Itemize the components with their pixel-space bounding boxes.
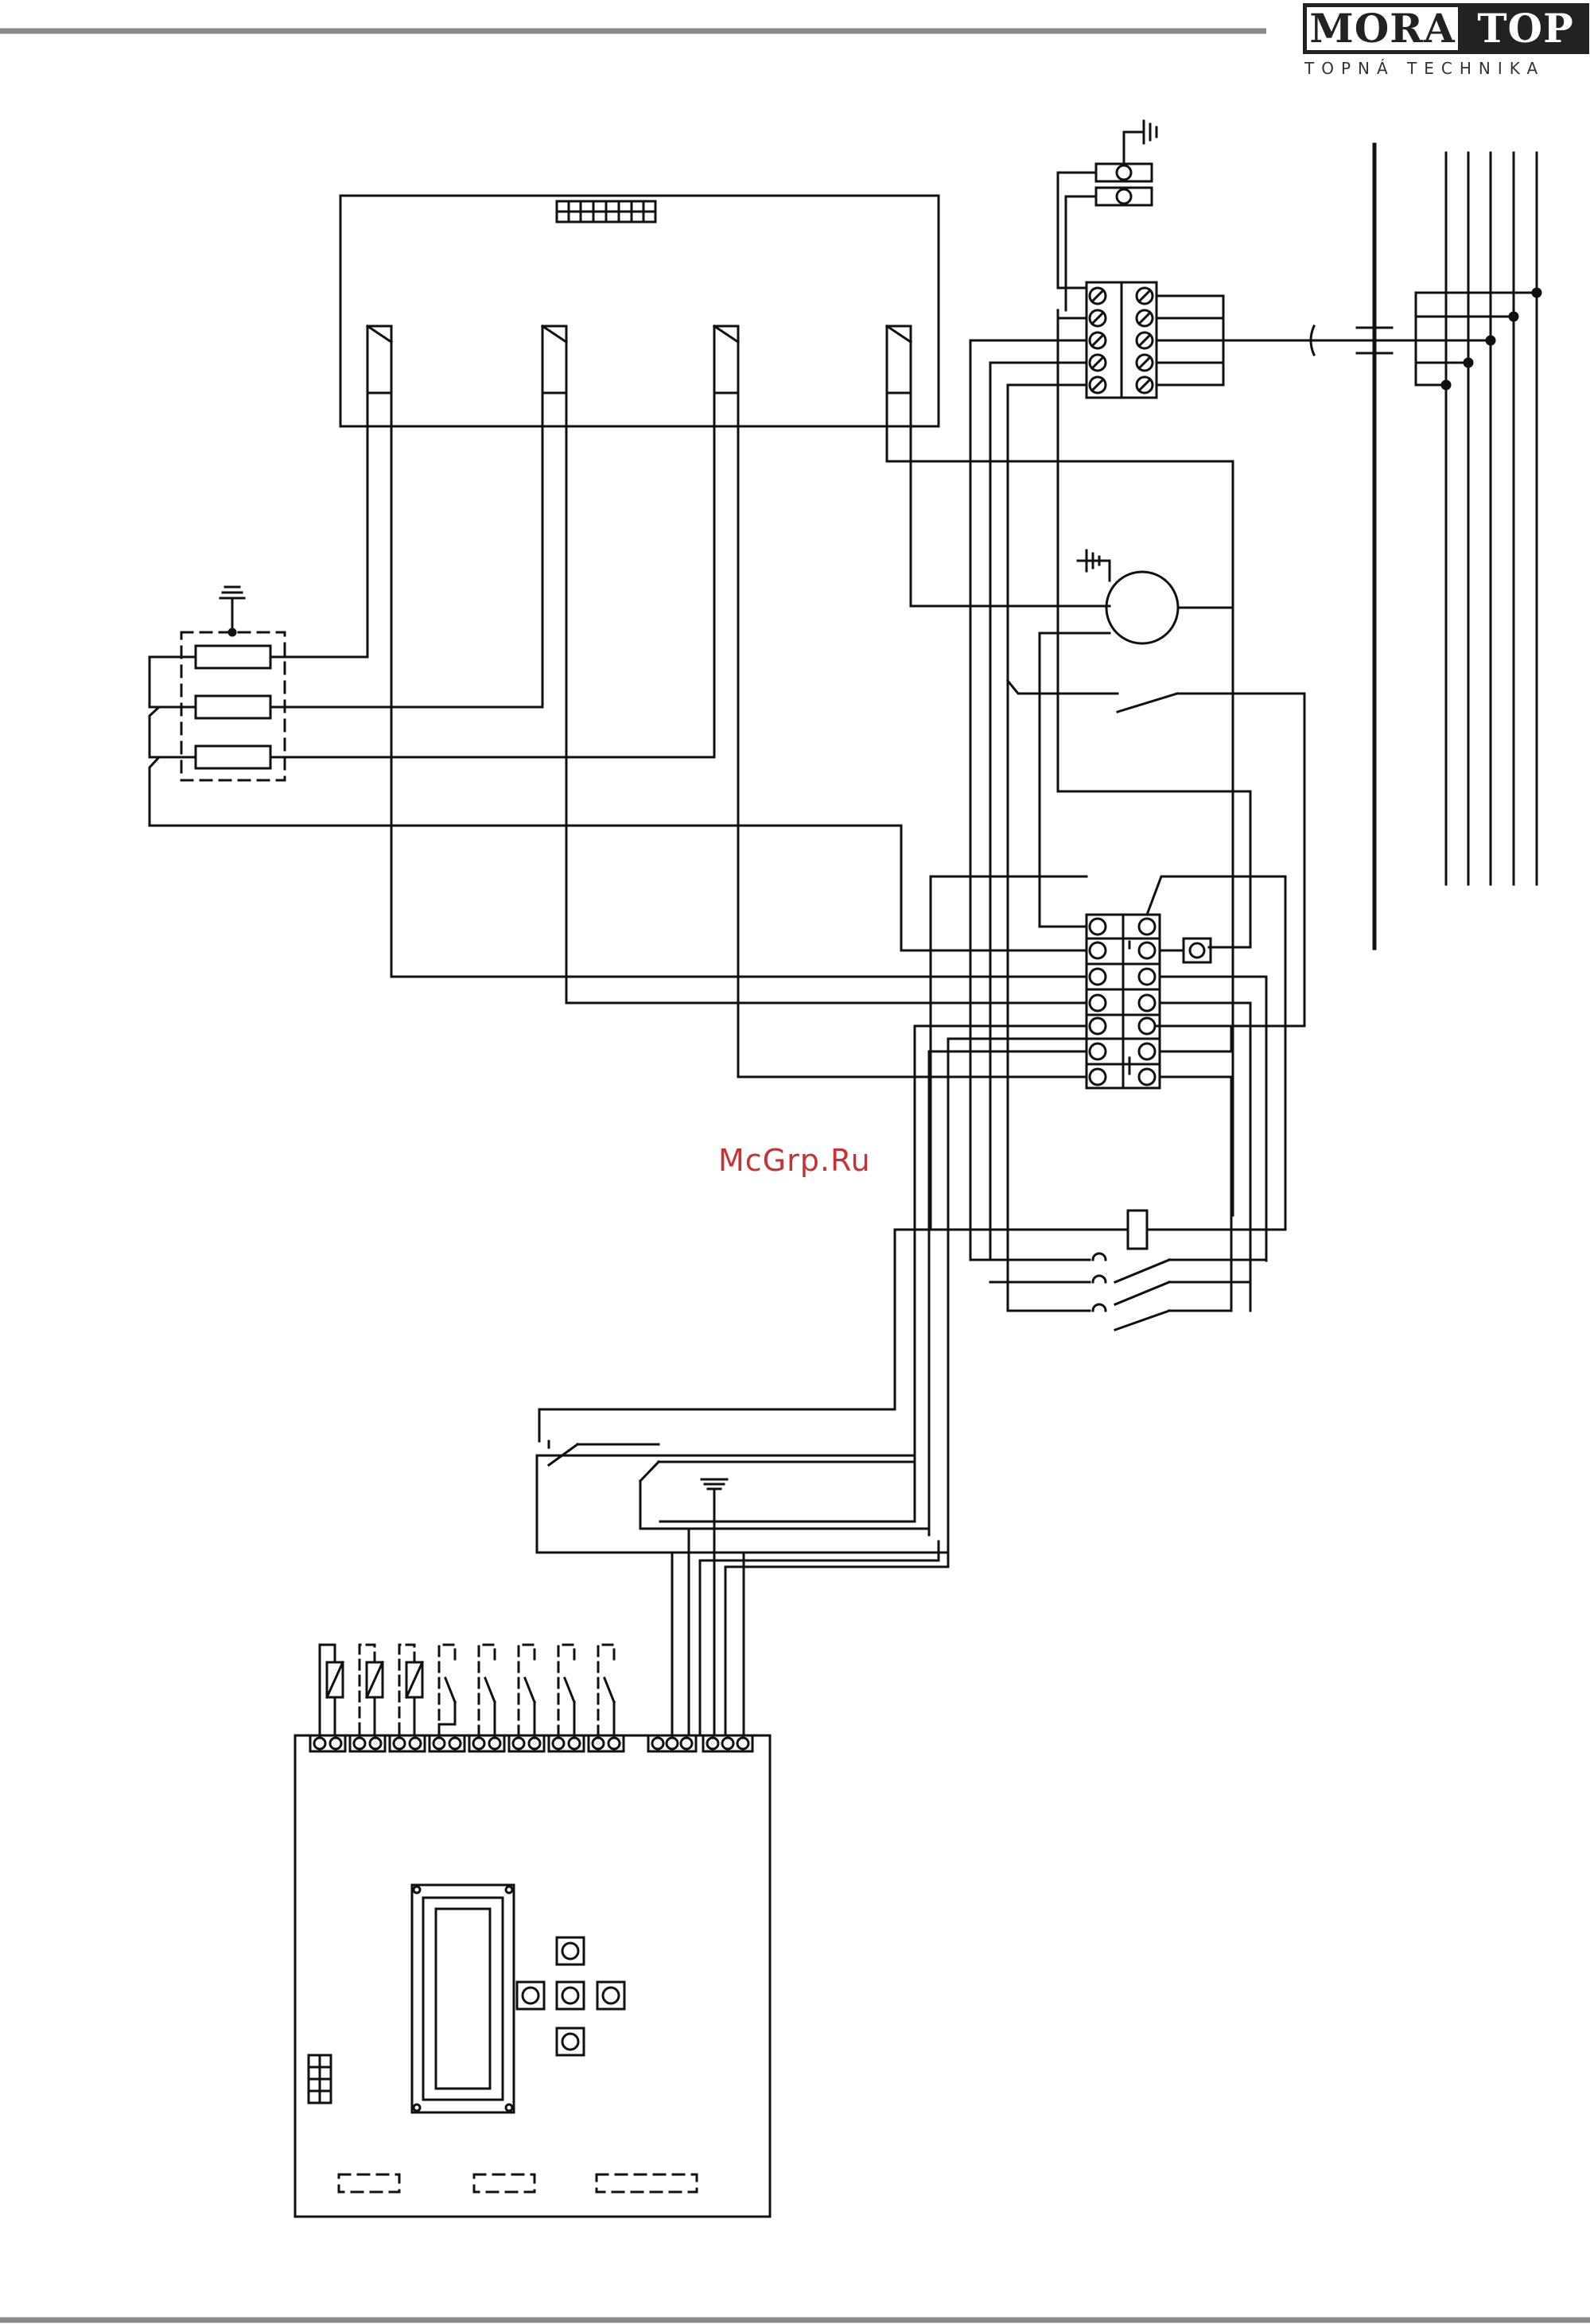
heating-element-enclosure bbox=[340, 196, 939, 426]
resistor-2 bbox=[196, 696, 270, 718]
element-fuse-1 bbox=[367, 326, 391, 426]
resistor-1 bbox=[196, 646, 270, 668]
controller-board bbox=[295, 1645, 770, 2217]
dashed-connector-2 bbox=[474, 2174, 535, 2192]
lcd-display bbox=[412, 1885, 514, 2112]
resistor-3 bbox=[196, 746, 270, 768]
keypad bbox=[517, 1937, 624, 2055]
controller-terminal-strip bbox=[310, 1735, 752, 1751]
pump-motor bbox=[1040, 310, 1250, 947]
dashed-connector-1 bbox=[339, 2174, 399, 2192]
supply-busbars bbox=[1374, 145, 1541, 948]
safety-switches bbox=[537, 1230, 948, 1735]
dashed-connector-3 bbox=[597, 2174, 697, 2192]
heater-resistor-group bbox=[150, 587, 1087, 950]
controller-earth bbox=[700, 1479, 948, 1735]
element-fuse-4 bbox=[887, 326, 911, 426]
element-fuse-3 bbox=[714, 326, 738, 426]
mains-terminal-block bbox=[970, 282, 1223, 1311]
contactor bbox=[895, 876, 1285, 1330]
sensor-inputs bbox=[320, 1645, 614, 1735]
element-fuse-2 bbox=[542, 326, 566, 426]
contactor-coil bbox=[1128, 1211, 1147, 1249]
thermostat-switch bbox=[1008, 681, 1304, 1026]
board-connector bbox=[309, 2055, 331, 2103]
